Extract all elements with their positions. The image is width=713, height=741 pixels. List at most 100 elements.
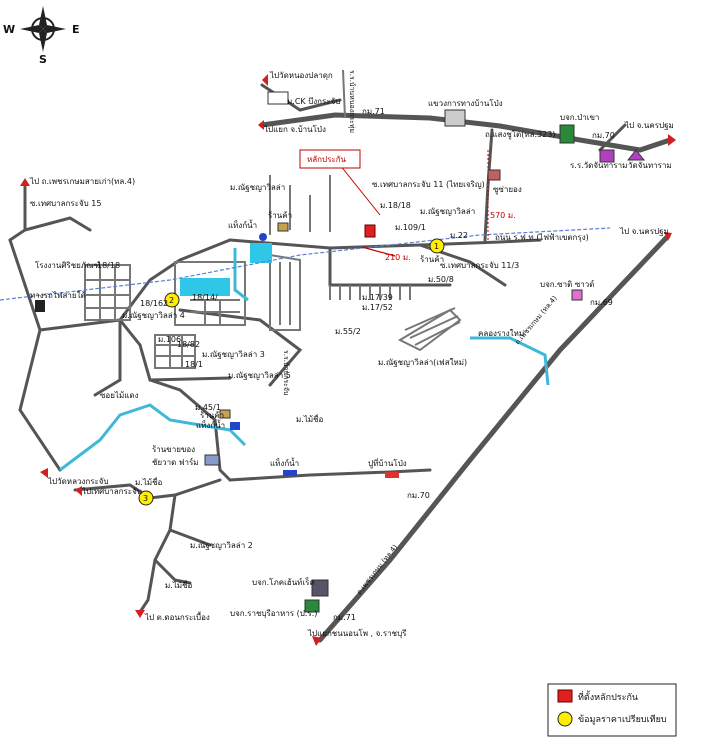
lbl-m-mai-chu-2: ม.ไม้ชื่อ [135, 476, 163, 487]
lbl-cartrust: บจก.ซาติ ซาวด์ [540, 279, 594, 289]
shop-mid-icon [219, 409, 231, 419]
arrow-to-wat-icon [262, 74, 268, 86]
lbl-18-14: 18/14/ [192, 293, 218, 302]
lbl-m-natcha-5: ม.ณัฐชญาวิลล่า 5 [228, 371, 291, 380]
lbl-m-natcha-4: ม.ณัฐชญาวิลล่า 4 [122, 311, 185, 320]
arrow-to-don-icon [135, 610, 145, 618]
collateral-callout-text: หลักประกัน [307, 155, 347, 164]
road-left-mid [38, 318, 142, 347]
road-mck [298, 98, 342, 112]
subdivision-top [269, 175, 331, 331]
lbl-18-162: 18/162 [140, 299, 168, 308]
lbl-tesaban-11-3: ซ.เทศบาลกระจับ 11/3 [440, 261, 519, 270]
arrow-to-nakhon-top-icon [668, 134, 676, 146]
lbl-water-lower: แท็งก์น้ำ [196, 419, 225, 430]
lbl-soi-15: ซ.เทศบาลกระจับ 15 [30, 199, 101, 208]
price-marker-2-text: 2 [169, 296, 174, 305]
road-left-vert [93, 318, 122, 397]
lbl-to-phetkasem: ไป ถ.เพชรเกษมสายเก่า(ทล.4) [29, 177, 135, 186]
lbl-water-tower: แท็งก์น้ำ [228, 219, 257, 230]
lbl-to-nakhon-top: ไป จ.นครปฐม [624, 121, 674, 130]
lbl-m-1818: ม.18/18 [380, 201, 411, 210]
legend-collateral-icon [557, 689, 573, 703]
price-marker-2 [164, 292, 180, 308]
lbl-to-wat-kra: ไปวัดหลวงกระจับ [47, 477, 109, 486]
lbl-phetkasem-top: ถ.เพชรเกษม (ทล.4) [513, 294, 559, 346]
road-left-branch [23, 216, 92, 232]
compass: W E S [3, 6, 80, 66]
temple-roof-icon [626, 149, 646, 161]
lbl-km70-top: กม.70 [592, 131, 615, 140]
lbl-soi-11: ซ.เทศบาลกระจับ 11 (ไทยเจริญ) [372, 180, 485, 189]
house-icon [267, 91, 289, 105]
lbl-to-don: ไป ต.ดอนกระเบื้อง [144, 611, 210, 622]
road-wat-branch [598, 123, 627, 152]
road-center-down [148, 378, 232, 482]
road-left-up [118, 238, 232, 322]
lbl-bank-bottom2: บจก.ราชบุรีอาหาร (ป.ร.) [230, 609, 317, 618]
lbl-bank-bottom1: บจก.โภคเฮ้นท์เร็ค [252, 577, 315, 587]
lbl-18-18-left: 18/18 [97, 261, 120, 270]
road-lower-south [138, 493, 177, 614]
road-mid-horizontal [228, 238, 542, 250]
lbl-18-82: 18/82 [177, 340, 200, 349]
temple-icon [599, 149, 615, 163]
office-icon [444, 109, 466, 127]
farm-icon [204, 454, 220, 466]
south-arrow-icon [39, 29, 47, 52]
lbl-dist-210: 210 ม. [385, 253, 411, 262]
lbl-school-vertical: ร.ร.บ้านหนองกระทุ่ม [348, 70, 356, 133]
factory-icon [35, 300, 45, 312]
route-210 [361, 246, 396, 257]
price-marker-3 [138, 490, 154, 506]
west-arrow-icon [20, 25, 43, 33]
lbl-hwy-office: แขวงการทางบ้านโป่ง [428, 98, 503, 108]
lbl-canal-right: คลองรางใหม่ [478, 329, 524, 338]
lbl-soi-mai-daeng: ซอยไม้แดง [100, 391, 139, 400]
fuel-icon [487, 169, 501, 181]
lbl-m-mai-chu-3: ม.ไม้ชื่อ [165, 579, 193, 590]
route-pointer [339, 164, 381, 216]
legend-collateral-text: ที่ตั้งหลักประกัน [578, 690, 638, 703]
legend: ที่ตั้งหลักประกัน ข้อมูลราคาเปรียบเทียบ [547, 683, 677, 737]
canal-lower [59, 403, 247, 472]
lbl-factory-school: โรงงานศิริชยภัณฑ์ [35, 260, 100, 270]
lbl-to-banpong: ไปแยก จ.บ้านโป่ง [263, 124, 326, 134]
collateral-callout-box [299, 149, 361, 169]
lbl-m-45-1: ม.45/1 [195, 403, 221, 412]
lbl-18-1: 18/1 [185, 360, 203, 369]
lbl-soi-yoo-rong: ซูซ่ายอง [493, 185, 522, 195]
factory-lower2-icon [304, 599, 320, 613]
lbl-wat-ra: ร.ร.วัดจันทาราม [570, 161, 627, 170]
lbl-shop-lower: ร้านค้า [200, 411, 224, 420]
water-tank-icon [259, 233, 267, 241]
lbl-m-55-2: ม.55/2 [335, 327, 361, 336]
road-vertical-right [483, 128, 494, 242]
lbl-gas-station: ปูที่บ้านโป่ง [368, 457, 407, 469]
road-school [342, 69, 346, 119]
store-icon [571, 289, 583, 301]
canal-pond-edge [233, 248, 249, 302]
lbl-shop-chai: ร้านขายของ [152, 445, 195, 454]
lbl-to-tesaban: ไปเทศบาลกระจับ [81, 487, 142, 496]
road-top-main [259, 112, 673, 153]
canal-right [470, 336, 550, 386]
lbl-m-50: ม.50/8 [428, 275, 454, 284]
pond-center [250, 243, 272, 263]
compass-west: W [3, 23, 15, 36]
arrow-to-ratchaburi-icon [312, 636, 322, 646]
arrow-to-tesaban-icon [75, 486, 82, 496]
lbl-m-17-39: ม.17/39 [362, 293, 393, 302]
lbl-rail-left: ทางรถไฟสายใต้ [30, 291, 86, 300]
lbl-m-109: ม.109/1 [395, 223, 426, 232]
lbl-m-rudee: ม.ณัฐชญาวิลล่า [230, 183, 285, 192]
lbl-chai-wa: ชัยวาด ฟาร์ม [152, 457, 199, 467]
price-marker-1-text: 1 [434, 242, 439, 251]
subdivision-right [329, 285, 462, 352]
lbl-bank-krungthai: บจก.ป่าเขา [560, 113, 599, 122]
lbl-km70-bottom: กม.70 [407, 491, 430, 500]
lbl-106: ม.106 [158, 335, 181, 344]
building-icons [35, 91, 646, 613]
